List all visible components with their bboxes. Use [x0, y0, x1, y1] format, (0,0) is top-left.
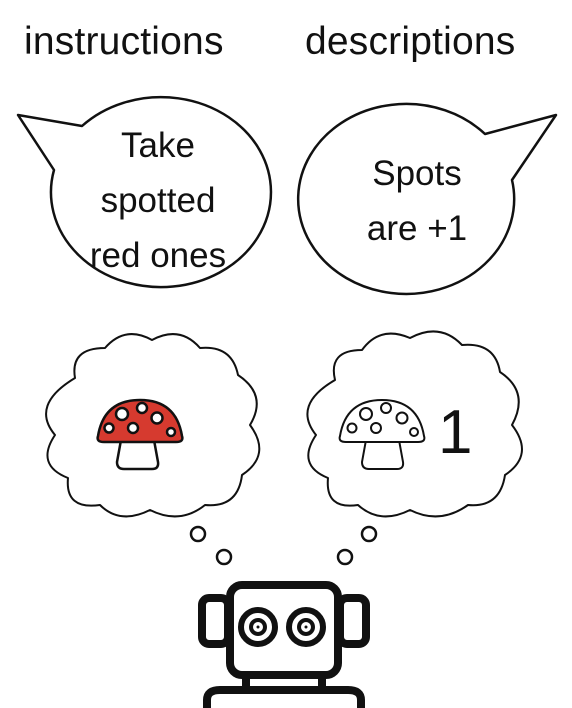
- white-spotted-mushroom-icon: [338, 399, 426, 470]
- right-thought-dots: [336, 525, 378, 566]
- left-speech-line-1: Take: [121, 126, 195, 165]
- mushroom-score: 1: [438, 398, 473, 467]
- right-speech-line-1: Spots: [372, 154, 462, 193]
- robot-icon: [198, 581, 370, 708]
- left-speech-line-2: spotted: [100, 181, 216, 220]
- descriptions-heading: descriptions: [305, 20, 516, 63]
- red-spotted-mushroom-icon: [96, 398, 184, 471]
- right-speech-bubble: [296, 102, 558, 296]
- left-speech-bubble: [16, 95, 273, 289]
- right-speech-text: Spots are +1: [322, 146, 512, 256]
- left-thought-dots: [189, 525, 233, 566]
- instructions-heading: instructions: [24, 20, 224, 63]
- left-speech-text: Take spotted red ones: [58, 118, 258, 283]
- right-speech-line-2: are +1: [366, 209, 468, 248]
- left-speech-line-3: red ones: [89, 236, 227, 275]
